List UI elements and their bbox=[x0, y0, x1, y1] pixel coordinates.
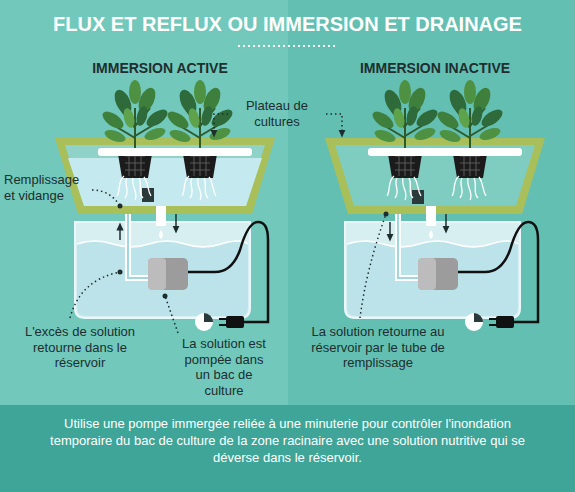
callout-label: La solution retourne au réservoir par le… bbox=[288, 324, 468, 371]
inactive-system bbox=[325, 80, 545, 331]
title: FLUX ET REFLUX OU IMMERSION ET DRAINAGE bbox=[5, 12, 570, 36]
panel-heading: IMMERSION INACTIVE bbox=[330, 60, 540, 77]
leader-lines bbox=[70, 114, 386, 333]
left-ground bbox=[0, 0, 288, 405]
caption: Utilise une pompe immergée reliée à une … bbox=[45, 416, 530, 467]
caption-band bbox=[0, 405, 575, 492]
callout-label: L'excès de solution retourne dans le rés… bbox=[20, 324, 140, 371]
callout-label: Remplissage et vidange bbox=[4, 172, 92, 203]
callout-label: La solution est pompée dans un bac de cu… bbox=[178, 336, 270, 398]
part-label: Plateau de cultures bbox=[230, 98, 324, 129]
active-system bbox=[55, 80, 275, 331]
title-underline bbox=[238, 45, 338, 47]
right-ground bbox=[288, 0, 575, 405]
panel-heading: IMMERSION ACTIVE bbox=[60, 60, 260, 77]
